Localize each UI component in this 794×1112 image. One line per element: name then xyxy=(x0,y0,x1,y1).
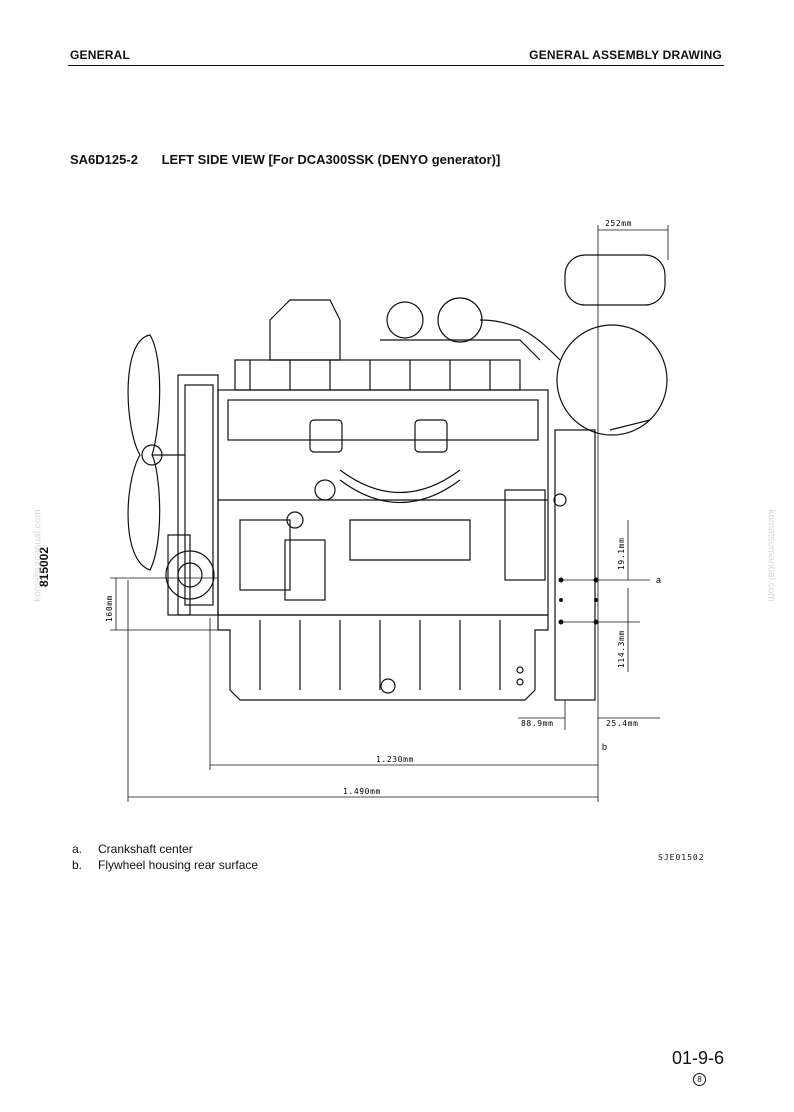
marker-a: a xyxy=(656,575,661,585)
engine-model: SA6D125-2 xyxy=(70,152,138,167)
page-title: SA6D125-2 LEFT SIDE VIEW [For DCA300SSK … xyxy=(70,152,500,167)
air-cleaner xyxy=(554,254,668,701)
oil-pan xyxy=(217,614,549,701)
dim-19-1: 19.1mm xyxy=(617,538,626,571)
header-rule xyxy=(68,65,724,66)
legend-item: b.Flywheel housing rear surface xyxy=(72,858,259,872)
header-document-title: GENERAL ASSEMBLY DRAWING xyxy=(529,48,722,62)
view-title: LEFT SIDE VIEW [For DCA300SSK (DENYO gen… xyxy=(161,152,501,167)
dim-1490: 1.490mm xyxy=(343,787,381,796)
cooling-fan xyxy=(127,334,185,571)
cylinder-head xyxy=(234,359,521,453)
header-section-label: GENERAL xyxy=(70,48,131,62)
dim-160: 160mm xyxy=(105,595,114,622)
dim-25-4: 25.4mm xyxy=(606,719,639,728)
marker-b: b xyxy=(602,742,607,752)
dim-252: 252mm xyxy=(605,219,632,228)
drawing-legend: a.Crankshaft center b.Flywheel housing r… xyxy=(72,841,258,873)
dim-114-3: 114.3mm xyxy=(617,630,626,668)
turbocharger xyxy=(269,297,561,361)
legend-item: a.Crankshaft center xyxy=(72,842,193,856)
front-pulley-assembly xyxy=(165,374,219,616)
page-number: 01-9-6 xyxy=(672,1048,725,1068)
dim-88-9: 88.9mm xyxy=(521,719,554,728)
revision-mark: 8 xyxy=(693,1073,706,1086)
dim-1230: 1.230mm xyxy=(376,755,414,764)
engine-block xyxy=(217,389,567,616)
figure-id: SJE01502 xyxy=(658,853,705,862)
